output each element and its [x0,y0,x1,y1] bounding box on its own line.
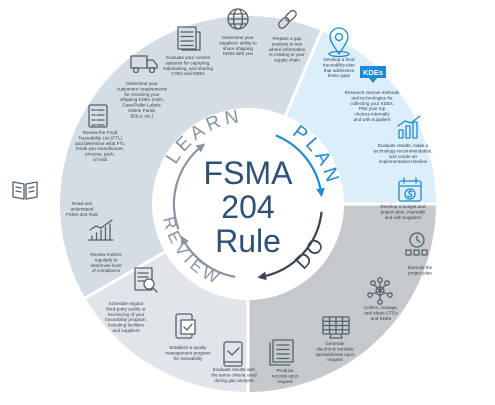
tablet-icon [223,341,243,367]
truck-icon [130,55,158,74]
spreadsheet-icon [322,316,350,339]
kdes-icon-label: KDEs [363,68,383,77]
budget-calendar-icon [398,177,422,202]
globe-icon [227,8,249,30]
network-gear-icon [367,277,393,305]
learn-arrow [172,143,206,230]
location-pin-icon [328,27,350,58]
chain-icon [277,9,297,29]
phone-document-icon [175,313,196,339]
plan-arrow [275,134,325,198]
growth-chart-icon [397,115,421,139]
center-title-line: 204 [221,189,274,225]
center-title-line: FSMA [204,155,294,191]
kdes-icon: KDEs [360,66,386,83]
book-icon [12,181,38,200]
audit-search-icon [134,267,158,293]
center-title-line: Rule [215,223,281,259]
checklist-clock-icon [405,232,428,256]
bar-chart-icon [88,219,114,241]
document-icon [177,26,201,51]
do-arrow [257,211,323,281]
records-icon [269,339,294,366]
center-disc [190,146,306,262]
review-arrow [181,235,236,278]
list-icon [88,104,108,128]
